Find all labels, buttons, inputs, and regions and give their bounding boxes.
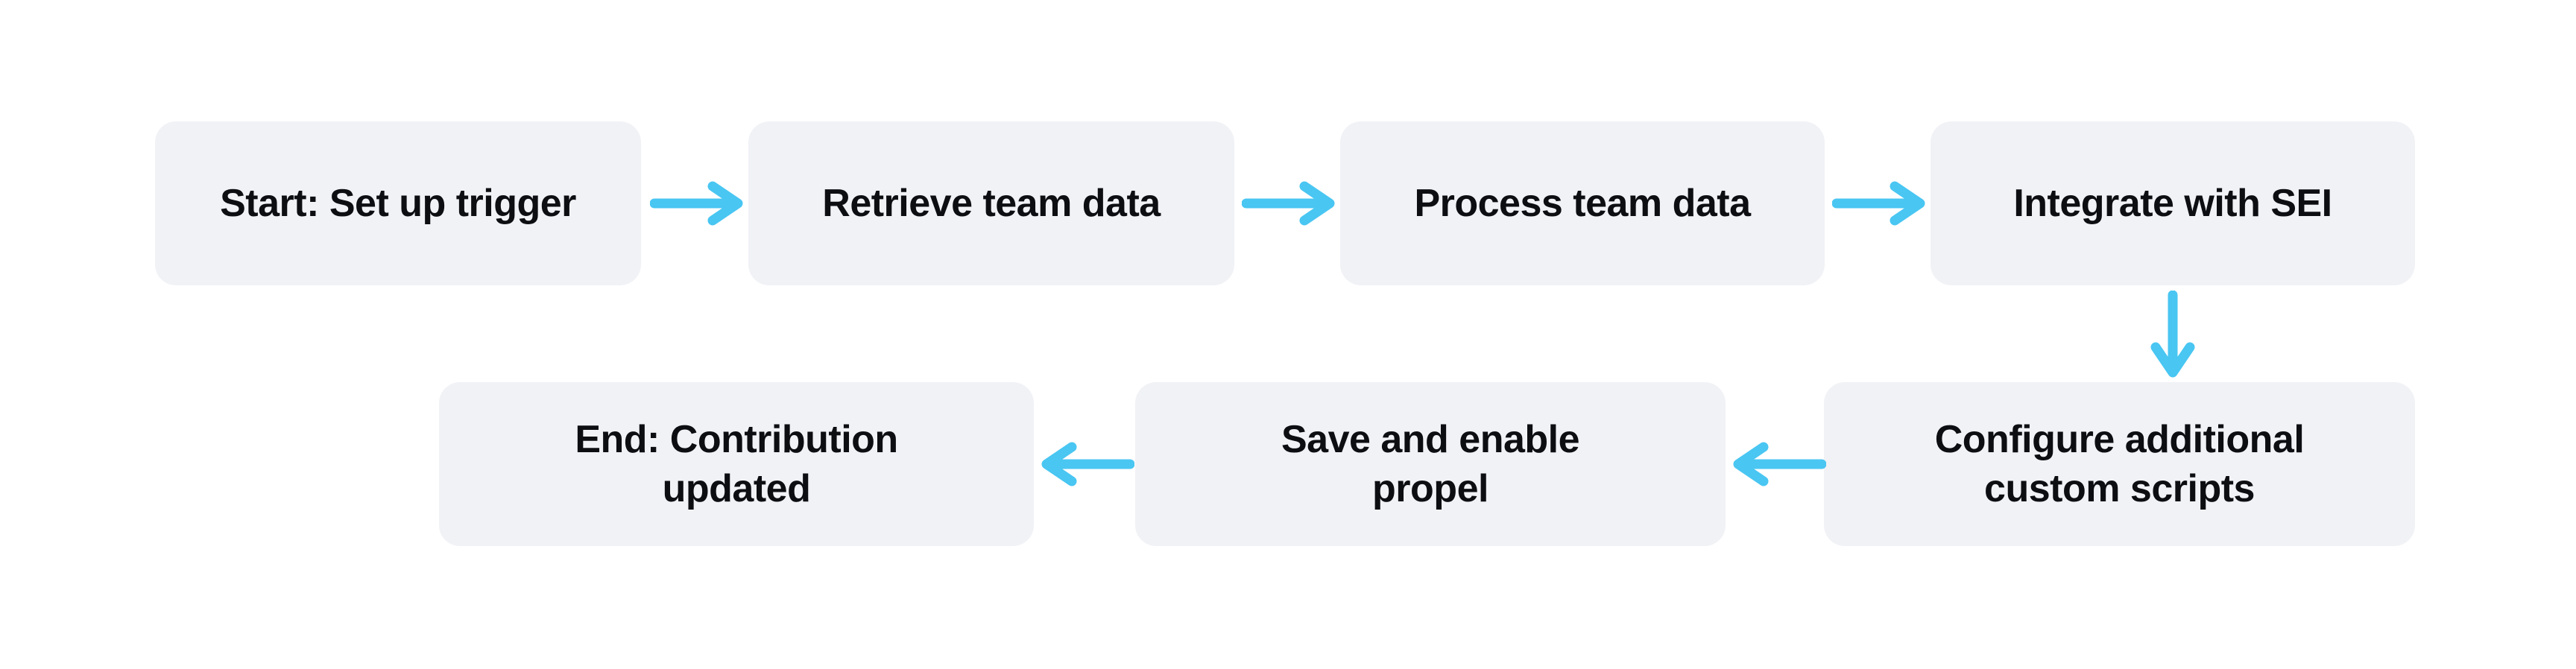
arrow-right-icon <box>1242 181 1339 226</box>
flow-node-end-label: End: Contribution updated <box>575 418 898 510</box>
flow-node-integrate: Integrate with SEI <box>1931 121 2415 285</box>
flow-node-integrate-label: Integrate with SEI <box>2013 182 2332 225</box>
flow-node-save-label: Save and enable propel <box>1281 418 1580 510</box>
flow-node-start-label: Start: Set up trigger <box>220 182 576 225</box>
flow-node-configure: Configure additional custom scripts <box>1824 382 2415 546</box>
flow-node-start: Start: Set up trigger <box>155 121 641 285</box>
flow-node-save: Save and enable propel <box>1135 382 1726 546</box>
arrow-left-icon <box>1038 442 1134 486</box>
flow-node-configure-label: Configure additional custom scripts <box>1934 418 2305 510</box>
arrow-right-icon <box>1832 181 1929 226</box>
arrow-right-icon <box>650 181 747 226</box>
arrow-down-icon <box>2150 291 2195 381</box>
flow-node-process: Process team data <box>1340 121 1825 285</box>
flow-node-retrieve: Retrieve team data <box>748 121 1234 285</box>
flow-node-process-label: Process team data <box>1414 182 1751 225</box>
arrow-left-icon <box>1729 442 1826 486</box>
flow-node-end: End: Contribution updated <box>439 382 1034 546</box>
flow-node-retrieve-label: Retrieve team data <box>822 182 1161 225</box>
